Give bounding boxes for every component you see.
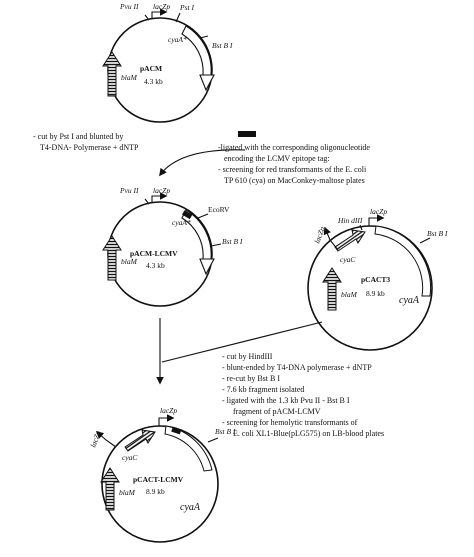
pcact-lcmv-lac-label: lacZp (160, 406, 177, 415)
step1-curved-arrow (159, 149, 246, 177)
pacm-cyaa-arrowhead (199, 74, 215, 92)
pacm-pvu-label: Pvu II (119, 2, 139, 11)
pcact3-blam-arrow (322, 267, 342, 311)
step1: - cut by Pst I and blunted by T4-DNA- Po… (33, 131, 370, 185)
plasmid-pcact-lcmv: lacZp lacZp cyaC Bst B I pCACT-LCMV 8.9 … (88, 406, 236, 543)
pcact3-side-lac-label: lacZp (312, 225, 326, 244)
pacm-lcmv-name: pACM-LCMV (130, 249, 178, 258)
pcact-lcmv-lacz-promoter (158, 414, 175, 426)
pcact3-cyaa-label: cyaA (399, 295, 420, 306)
step1-line1: - cut by Pst I and blunted by (33, 132, 123, 141)
step3-line8: E. coli XL1-Blue(pLG575) on LB-blood pla… (233, 429, 384, 438)
pcact3-side-promoter (323, 226, 339, 251)
pcact-lcmv-epitope-block (171, 426, 182, 435)
pcact-lcmv-blam-arrow (100, 467, 120, 511)
pacm-blam-arrow (102, 51, 122, 97)
pacm-name: pACM (140, 64, 162, 73)
pcact3-name: pCACT3 (361, 275, 390, 284)
pcact3-lacz-promoter (368, 214, 385, 226)
pacm-blam-label: blaM (121, 73, 138, 82)
pcact3-size: 8.9 kb (366, 289, 385, 298)
pacm-lcmv-lac-label: lacZp (153, 186, 170, 195)
step3-line1: - cut by HindIII (222, 352, 273, 361)
pcact3-cyac-arrow (334, 229, 366, 252)
step3: - cut by HindIII - blunt-ended by T4-DNA… (156, 318, 384, 438)
pacm-lcmv-cyaa-arrowhead (199, 258, 215, 276)
step3-line3: - re-cut by Bst B I (222, 374, 280, 383)
pcact3-lac-label: lacZp (370, 207, 387, 216)
pcact3-hind-label: Hin dIII (337, 216, 363, 225)
step3-line7: - screening for hemolytic transformants … (222, 418, 358, 427)
pcact3-cyac-label: cyaC (340, 255, 356, 264)
pacm-lcmv-blam-label: blaM (121, 257, 138, 266)
pcact3-blam-label: blaM (341, 290, 358, 299)
pacm-lcmv-epitope-block (182, 210, 193, 220)
pcact-lcmv-cyac-label: cyaC (122, 453, 138, 462)
pacm-lcmv-bst-label: Bst B I (222, 237, 243, 246)
pacm-lcmv-pvu-label: Pvu II (119, 186, 139, 195)
pacm-lcmv-size: 4.3 kb (146, 261, 165, 270)
pcact-lcmv-cyaa-arrow-body (164, 425, 213, 472)
pacm-lcmv-lacz-promoter (151, 192, 168, 203)
pcact-lcmv-side-promoter (95, 430, 117, 448)
pacm-lcmv-blam-arrow (102, 235, 122, 281)
pcact-lcmv-side-lac-label: lacZp (88, 429, 102, 448)
pcact-lcmv-size: 8.9 kb (146, 487, 165, 496)
join-line (161, 321, 323, 363)
step3-line6: fragment of pACM-LCMV (233, 407, 321, 416)
pacm-cyaa-label: cyaA* (168, 35, 187, 44)
plasmid-pacm-lcmv: Pvu II lacZp EcoRV cyaA* Bst B I pACM-LC… (102, 186, 243, 307)
pcact-lcmv-bst-label: Bst B I (215, 427, 236, 436)
step2-line3: - screening for red transformants of the… (218, 165, 367, 174)
pcact-lcmv-ring (101, 425, 219, 543)
step2-line2: encoding the LCMV epitope tag: (224, 154, 330, 163)
plasmid-pcact3: Hin dIII lacZp lacZp cyaC Bst B I pCACT3… (307, 207, 448, 351)
pcact-lcmv-cyaa-label: cyaA (180, 502, 201, 513)
step3-line4: - 7.6 kb fragment isolated (222, 385, 304, 394)
pcact3-cyaa-arrow-body (374, 225, 432, 297)
pacm-lcmv-ecorv-label: EcoRV (208, 205, 230, 214)
pacm-lac-label: lacZp (153, 2, 170, 11)
step3-line5: - ligated with the 1.3 kb Pvu II - Bst B… (222, 396, 350, 405)
oligo-block (238, 131, 256, 137)
pacm-lacz-promoter (151, 8, 168, 19)
pcact3-bst-label: Bst B I (427, 229, 448, 238)
pcact-lcmv-name: pCACT-LCMV (133, 475, 184, 484)
step3-line2: - blunt-ended by T4-DNA polymerase + dNT… (222, 363, 372, 372)
pcact3-ring (307, 225, 433, 351)
step2-line4: TP 610 (cya) on MacConkey-maltose plates (224, 176, 365, 185)
plasmid-pacm: Pvu II lacZp Pst I cyaA* Bst B I pACM 4.… (102, 2, 233, 123)
pacm-bst-label: Bst B I (212, 41, 233, 50)
pacm-size: 4.3 kb (144, 77, 163, 86)
pcact-lcmv-blam-label: blaM (119, 488, 136, 497)
pacm-lcmv-cyaa-label: cyaA* (172, 218, 191, 227)
step2-line1: -ligated with the corresponding oligonuc… (218, 143, 370, 152)
pcact-lcmv-cyac-arrow (124, 429, 156, 452)
step1-line2: T4-DNA- Polymerase + dNTP (40, 143, 139, 152)
pacm-pst-label: Pst I (179, 3, 194, 12)
